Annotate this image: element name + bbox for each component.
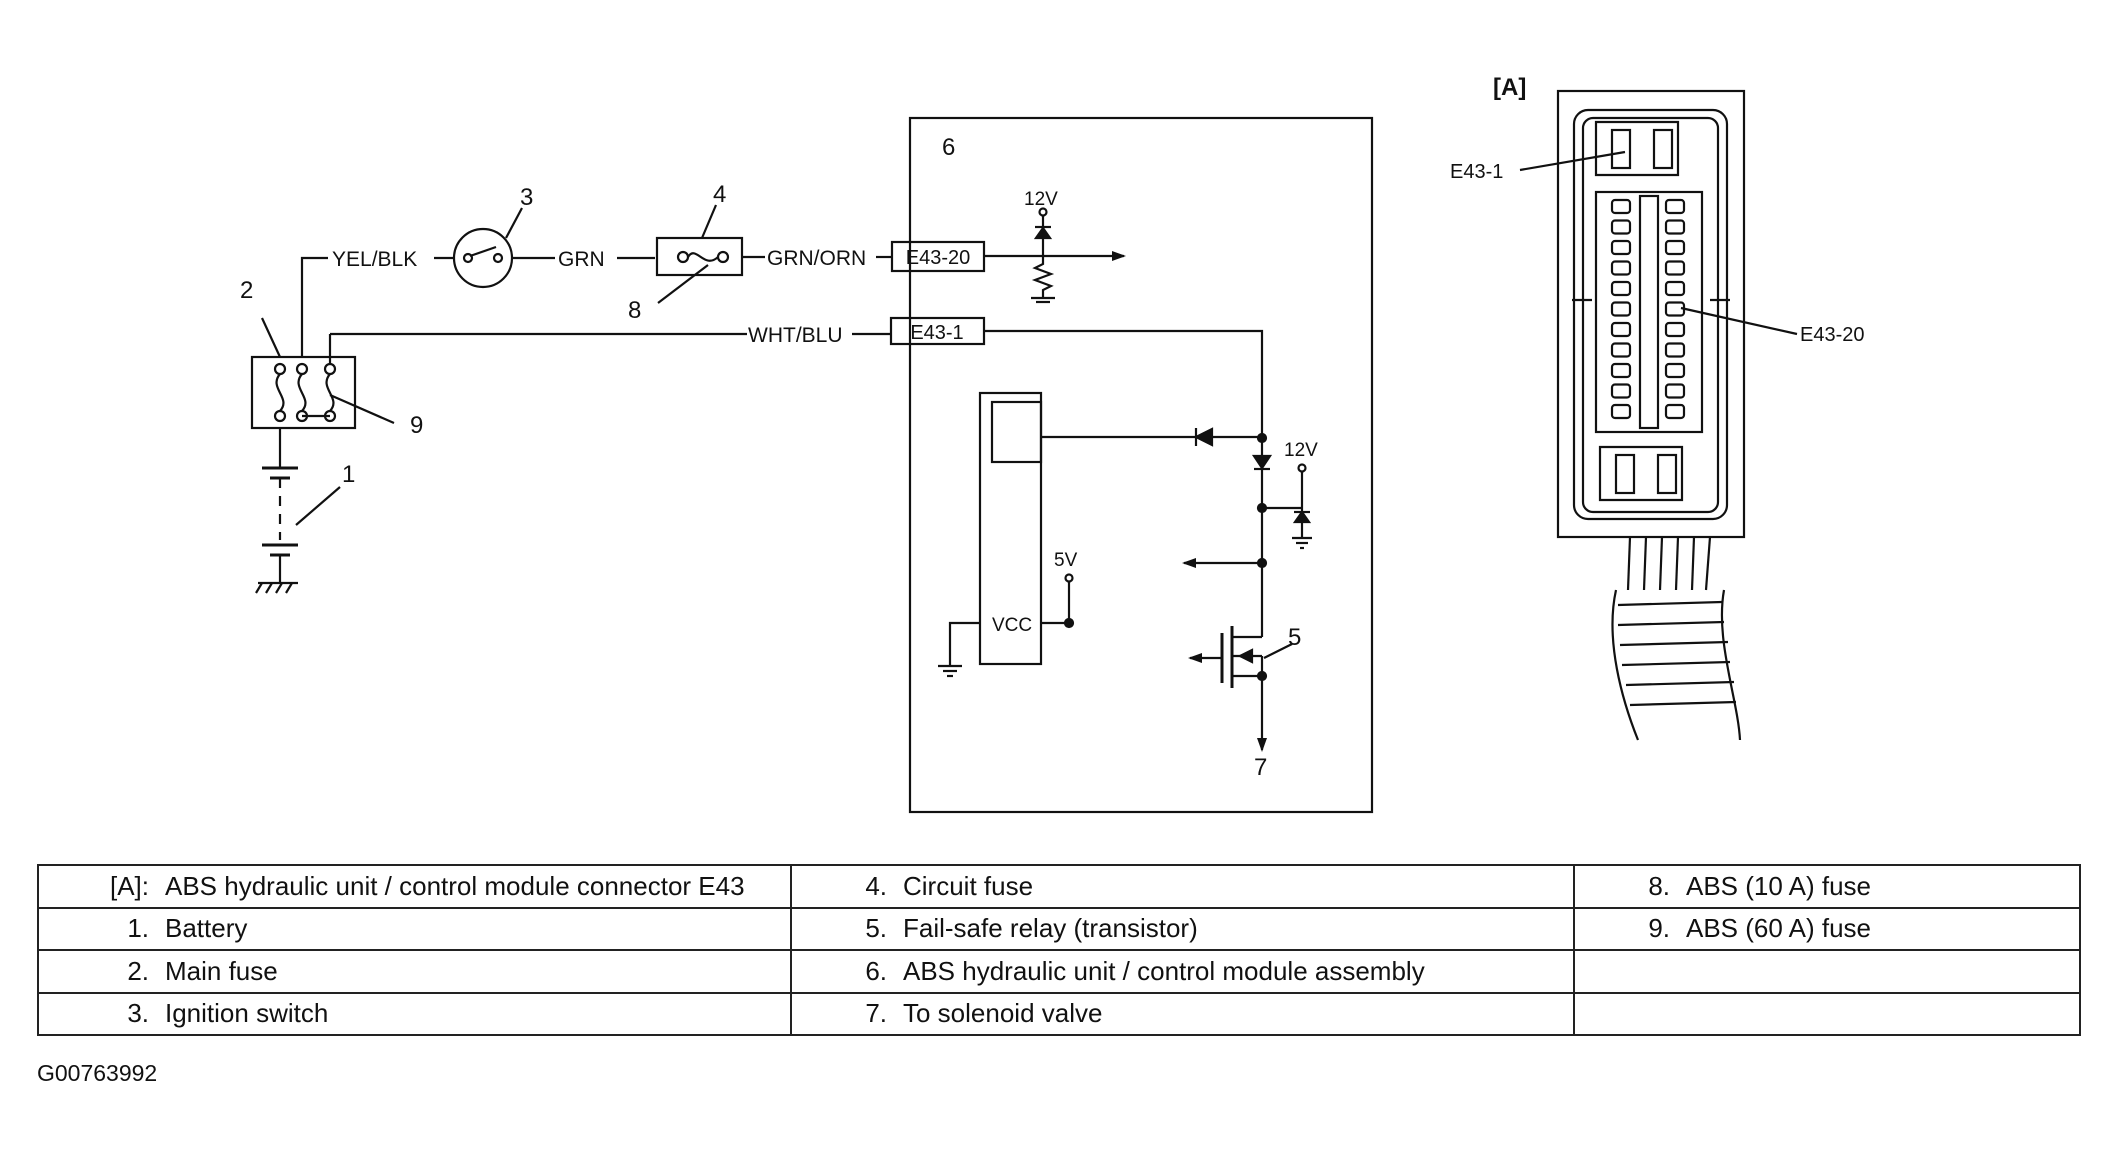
wire-label-grn: GRN xyxy=(558,248,605,271)
connector-label-e43-20: E43-20 xyxy=(906,247,971,269)
vcc-label: VCC xyxy=(992,615,1032,636)
callout-5: 5 xyxy=(1288,624,1301,651)
voltage-label-12v-top: 12V xyxy=(1024,189,1058,210)
legend-cell: 2.Main fuse xyxy=(37,949,792,994)
voltage-label-5v: 5V xyxy=(1054,550,1078,571)
abs-module-assembly xyxy=(908,116,1374,814)
connector-pin xyxy=(1664,260,1686,276)
connector-pin xyxy=(1610,198,1632,215)
connector-pin xyxy=(1664,403,1686,420)
control-ic xyxy=(978,391,1043,666)
connector-pin xyxy=(1610,301,1632,317)
connector-pin xyxy=(1664,342,1686,358)
connector-pin xyxy=(1610,362,1632,379)
wire-label-grn-orn: GRN/ORN xyxy=(767,247,866,270)
figure-id: G00763992 xyxy=(37,1060,158,1086)
connector-pin xyxy=(1610,280,1632,297)
connector-pin xyxy=(1610,260,1632,276)
legend-cell xyxy=(1573,991,2081,1036)
connector-pin xyxy=(1610,239,1632,256)
pin-label-e43-20: E43-20 xyxy=(1800,324,1865,346)
legend-row: 3.Ignition switch 7.To solenoid valve xyxy=(37,991,2081,1036)
connector-pin xyxy=(1610,219,1632,235)
legend-cell: 7.To solenoid valve xyxy=(790,991,1575,1036)
callout-1: 1 xyxy=(342,461,355,488)
callout-7: 7 xyxy=(1254,754,1267,781)
connector-pin xyxy=(1664,280,1686,297)
connector-pin xyxy=(1664,198,1686,215)
ignition-switch xyxy=(452,227,514,289)
callout-9: 9 xyxy=(410,412,423,439)
wire-label-wht-blu: WHT/BLU xyxy=(748,324,843,347)
connector-pin xyxy=(1610,342,1632,358)
legend-row: 2.Main fuse 6.ABS hydraulic unit / contr… xyxy=(37,949,2081,994)
connector-label-e43-1: E43-1 xyxy=(910,322,963,344)
connector-pin xyxy=(1610,383,1632,399)
legend-cell: 5.Fail-safe relay (transistor) xyxy=(790,906,1575,951)
legend-cell: 1.Battery xyxy=(37,906,792,951)
callout-3: 3 xyxy=(520,184,533,211)
legend-row: 1.Battery 5.Fail-safe relay (transistor)… xyxy=(37,906,2081,951)
connector-pin xyxy=(1664,383,1686,399)
callout-4: 4 xyxy=(713,181,726,208)
legend-row: [A]:ABS hydraulic unit / control module … xyxy=(37,864,2081,909)
connector-pin xyxy=(1664,239,1686,256)
voltage-label-12v-mid: 12V xyxy=(1284,440,1318,461)
wire-harness xyxy=(1611,536,1742,741)
pin-label-e43-1: E43-1 xyxy=(1450,161,1503,183)
legend-cell xyxy=(1573,949,2081,994)
connector-pin xyxy=(1664,362,1686,379)
legend-cell: [A]:ABS hydraulic unit / control module … xyxy=(37,864,792,909)
wire-label-yel-blk: YEL/BLK xyxy=(332,248,417,271)
fail-safe-transistor xyxy=(1188,626,1264,688)
callout-6: 6 xyxy=(942,134,955,161)
view-label: [A] xyxy=(1493,74,1526,101)
legend-table: [A]:ABS hydraulic unit / control module … xyxy=(37,864,2081,1036)
main-fuse-box xyxy=(250,355,357,430)
connector-pin xyxy=(1610,321,1632,338)
callout-8: 8 xyxy=(628,297,641,324)
legend-cell: 6.ABS hydraulic unit / control module as… xyxy=(790,949,1575,994)
legend-cell: 4.Circuit fuse xyxy=(790,864,1575,909)
legend-cell: 3.Ignition switch xyxy=(37,991,792,1036)
connector-pin xyxy=(1664,219,1686,235)
connector-pin xyxy=(1610,403,1632,420)
connector-pin xyxy=(1664,321,1686,338)
legend-cell: 8.ABS (10 A) fuse xyxy=(1573,864,2081,909)
circuit-fuse-box xyxy=(655,236,744,277)
callout-2: 2 xyxy=(240,277,253,304)
legend-cell: 9.ABS (60 A) fuse xyxy=(1573,906,2081,951)
battery xyxy=(255,428,298,594)
